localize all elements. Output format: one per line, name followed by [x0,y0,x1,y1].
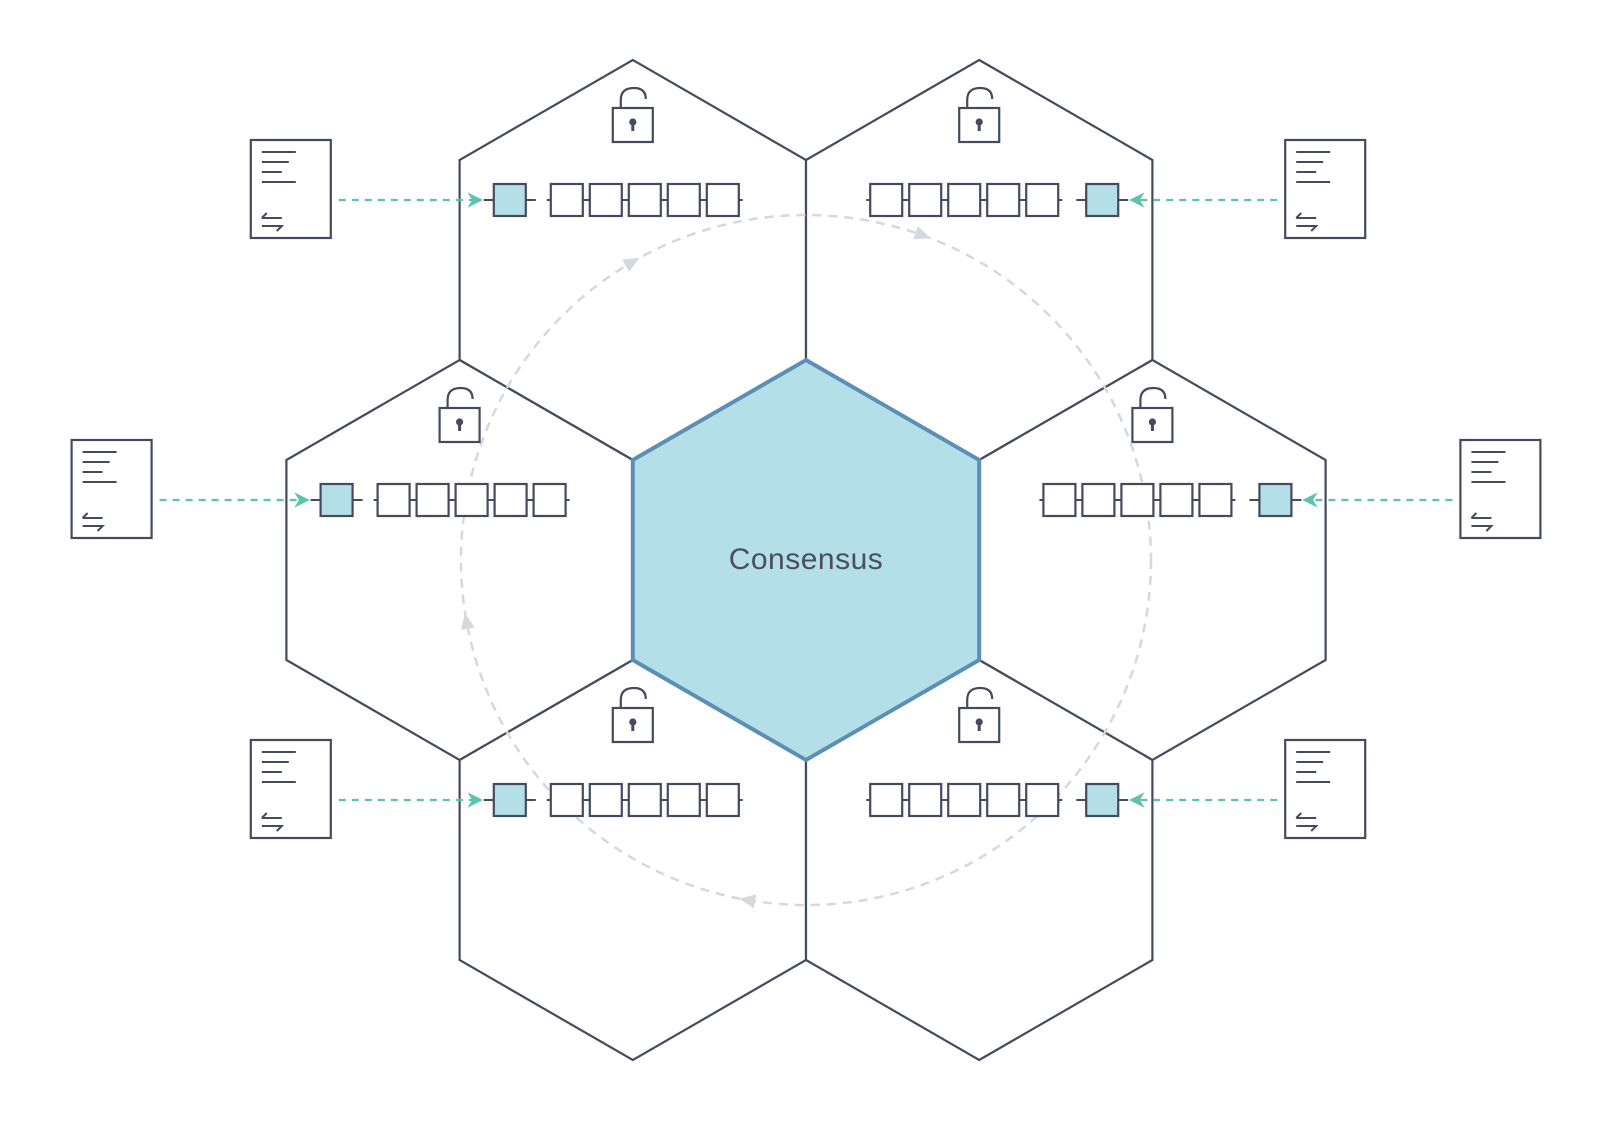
unlocked-padlock-icon [611,686,654,744]
chain-block [666,182,701,218]
transfer-arrows-icon [81,512,106,532]
new-block [1085,782,1120,818]
unlocked-padlock-icon [611,86,654,144]
cycle-arrowhead [622,257,640,272]
consensus-hexagon-shape [630,357,982,763]
new-block [1258,482,1293,518]
blockchain [483,182,743,218]
chain-block [1042,482,1077,518]
chain-block [1025,782,1060,818]
chain-block [908,782,943,818]
node-top-right [866,86,1367,240]
chain-block [666,782,701,818]
consensus-cycle-ring [459,213,1153,907]
node-top-left [249,86,743,240]
document-icon [1284,738,1367,840]
chain-block [549,782,584,818]
chain-block [1198,482,1233,518]
chain-block [1081,482,1116,518]
node-bottom-right [866,686,1367,840]
transfer-arrows-icon [1295,212,1319,232]
transfer-arrows-icon [1295,812,1319,832]
consensus-hexagon: Consensus [630,357,982,763]
chain-block [705,182,740,218]
node-middle-left [70,386,570,540]
document-icon [70,438,153,540]
node-bottom-left [249,686,743,840]
blockchain [1039,482,1302,518]
new-block [492,782,527,818]
chain-block [1120,482,1155,518]
chain-block [986,782,1021,818]
transfer-arrows-icon [261,212,285,232]
blockchain [866,782,1129,818]
blockchain [483,782,743,818]
chain-block [627,782,662,818]
chain-block [532,482,567,518]
cycle-arrowhead [913,226,931,240]
consensus-label: Consensus [729,543,884,576]
transfer-arrows-icon [1470,512,1494,532]
cycle-arrowhead [739,894,757,909]
chain-block [1159,482,1194,518]
chain-block [947,782,982,818]
transfer-arrows-icon [261,812,285,832]
chain-block [588,182,623,218]
chain-block [588,782,623,818]
new-block [1085,182,1120,218]
chain-block [493,482,528,518]
node-middle-right [1039,386,1542,540]
chain-block [908,182,943,218]
unlocked-padlock-icon [438,386,481,444]
chain-block [705,782,740,818]
chain-block [454,482,489,518]
new-block [319,482,354,518]
chain-block [549,182,584,218]
new-block [492,182,527,218]
blockchain [310,482,570,518]
chain-block [986,182,1021,218]
unlocked-padlock-icon [958,86,1001,144]
document-icon [249,138,332,240]
node-content-layer [70,86,1542,840]
document-icon [1459,438,1542,540]
document-icon [1284,138,1367,240]
unlocked-padlock-icon [958,686,1001,744]
cycle-arrowhead [460,613,475,630]
chain-block [376,482,411,518]
chain-block [415,482,450,518]
chain-block [869,782,904,818]
chain-block [947,182,982,218]
chain-block [1025,182,1060,218]
chain-block [627,182,662,218]
unlocked-padlock-icon [1131,386,1174,444]
chain-block [869,182,904,218]
blockchain [866,182,1129,218]
document-icon [249,738,332,840]
